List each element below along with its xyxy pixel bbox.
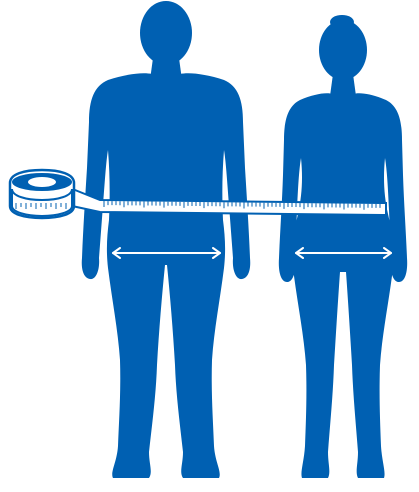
male-silhouette-icon bbox=[82, 1, 250, 478]
female-silhouette-icon bbox=[279, 15, 407, 478]
tape-reel bbox=[10, 170, 74, 218]
